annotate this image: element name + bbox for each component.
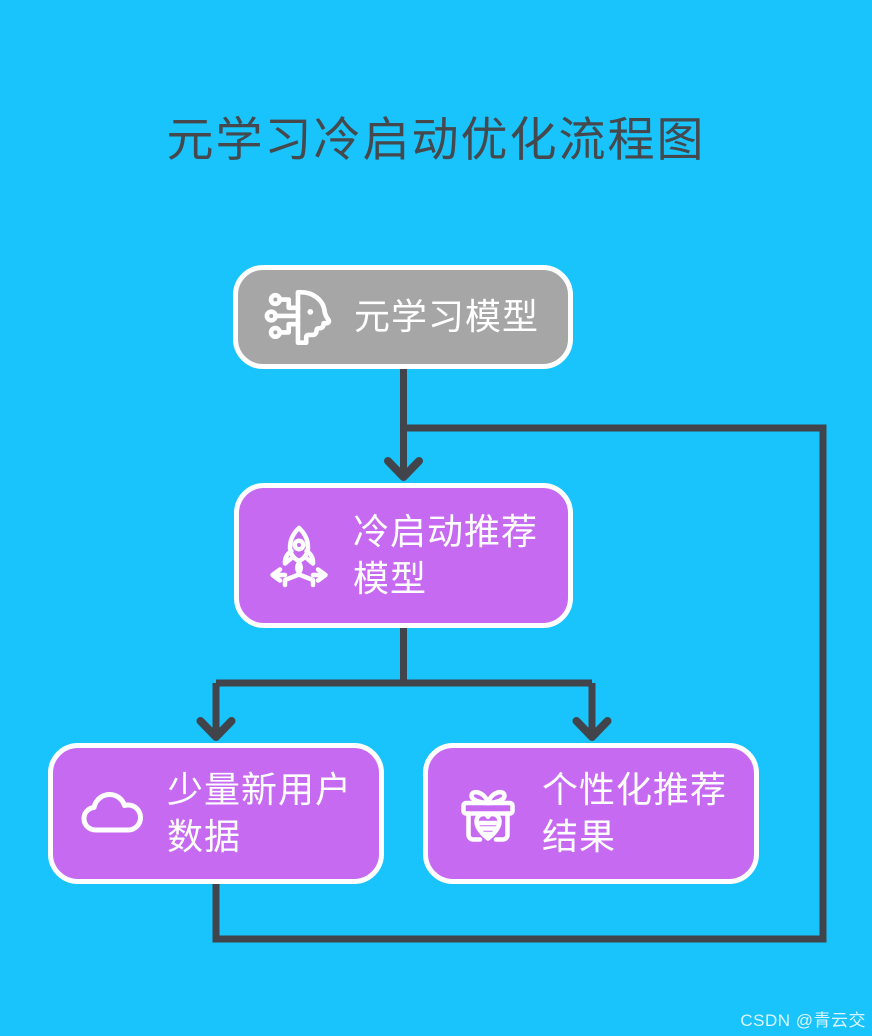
csdn-watermark: CSDN @青云交 <box>740 1011 866 1030</box>
node-label: 元学习模型 <box>354 295 540 337</box>
arrowhead-into-coldstart <box>384 457 423 481</box>
node-label: 个性化推荐结果 <box>542 769 728 857</box>
diagram-title: 元学习冷启动优化流程图 <box>166 113 706 166</box>
node-personalized-result: 个性化推荐结果 <box>423 743 759 884</box>
node-label: 冷启动推荐模型 <box>353 511 539 599</box>
gift-icon <box>452 778 524 850</box>
edge-coldstart-split <box>212 626 596 733</box>
node-cold-start-model: 冷启动推荐模型 <box>234 483 573 628</box>
node-meta-model: 元学习模型 <box>233 265 573 369</box>
node-new-user-data: 少量新用户数据 <box>48 743 384 884</box>
rocket-launch-icon <box>263 520 335 592</box>
arrowhead-into-result <box>572 717 612 741</box>
edge-feedback-userdata-to-coldstart <box>212 424 827 943</box>
ai-head-icon <box>262 280 336 354</box>
node-label: 少量新用户数据 <box>167 769 353 857</box>
arrowhead-into-userdata <box>196 717 236 741</box>
cloud-icon <box>77 783 149 845</box>
